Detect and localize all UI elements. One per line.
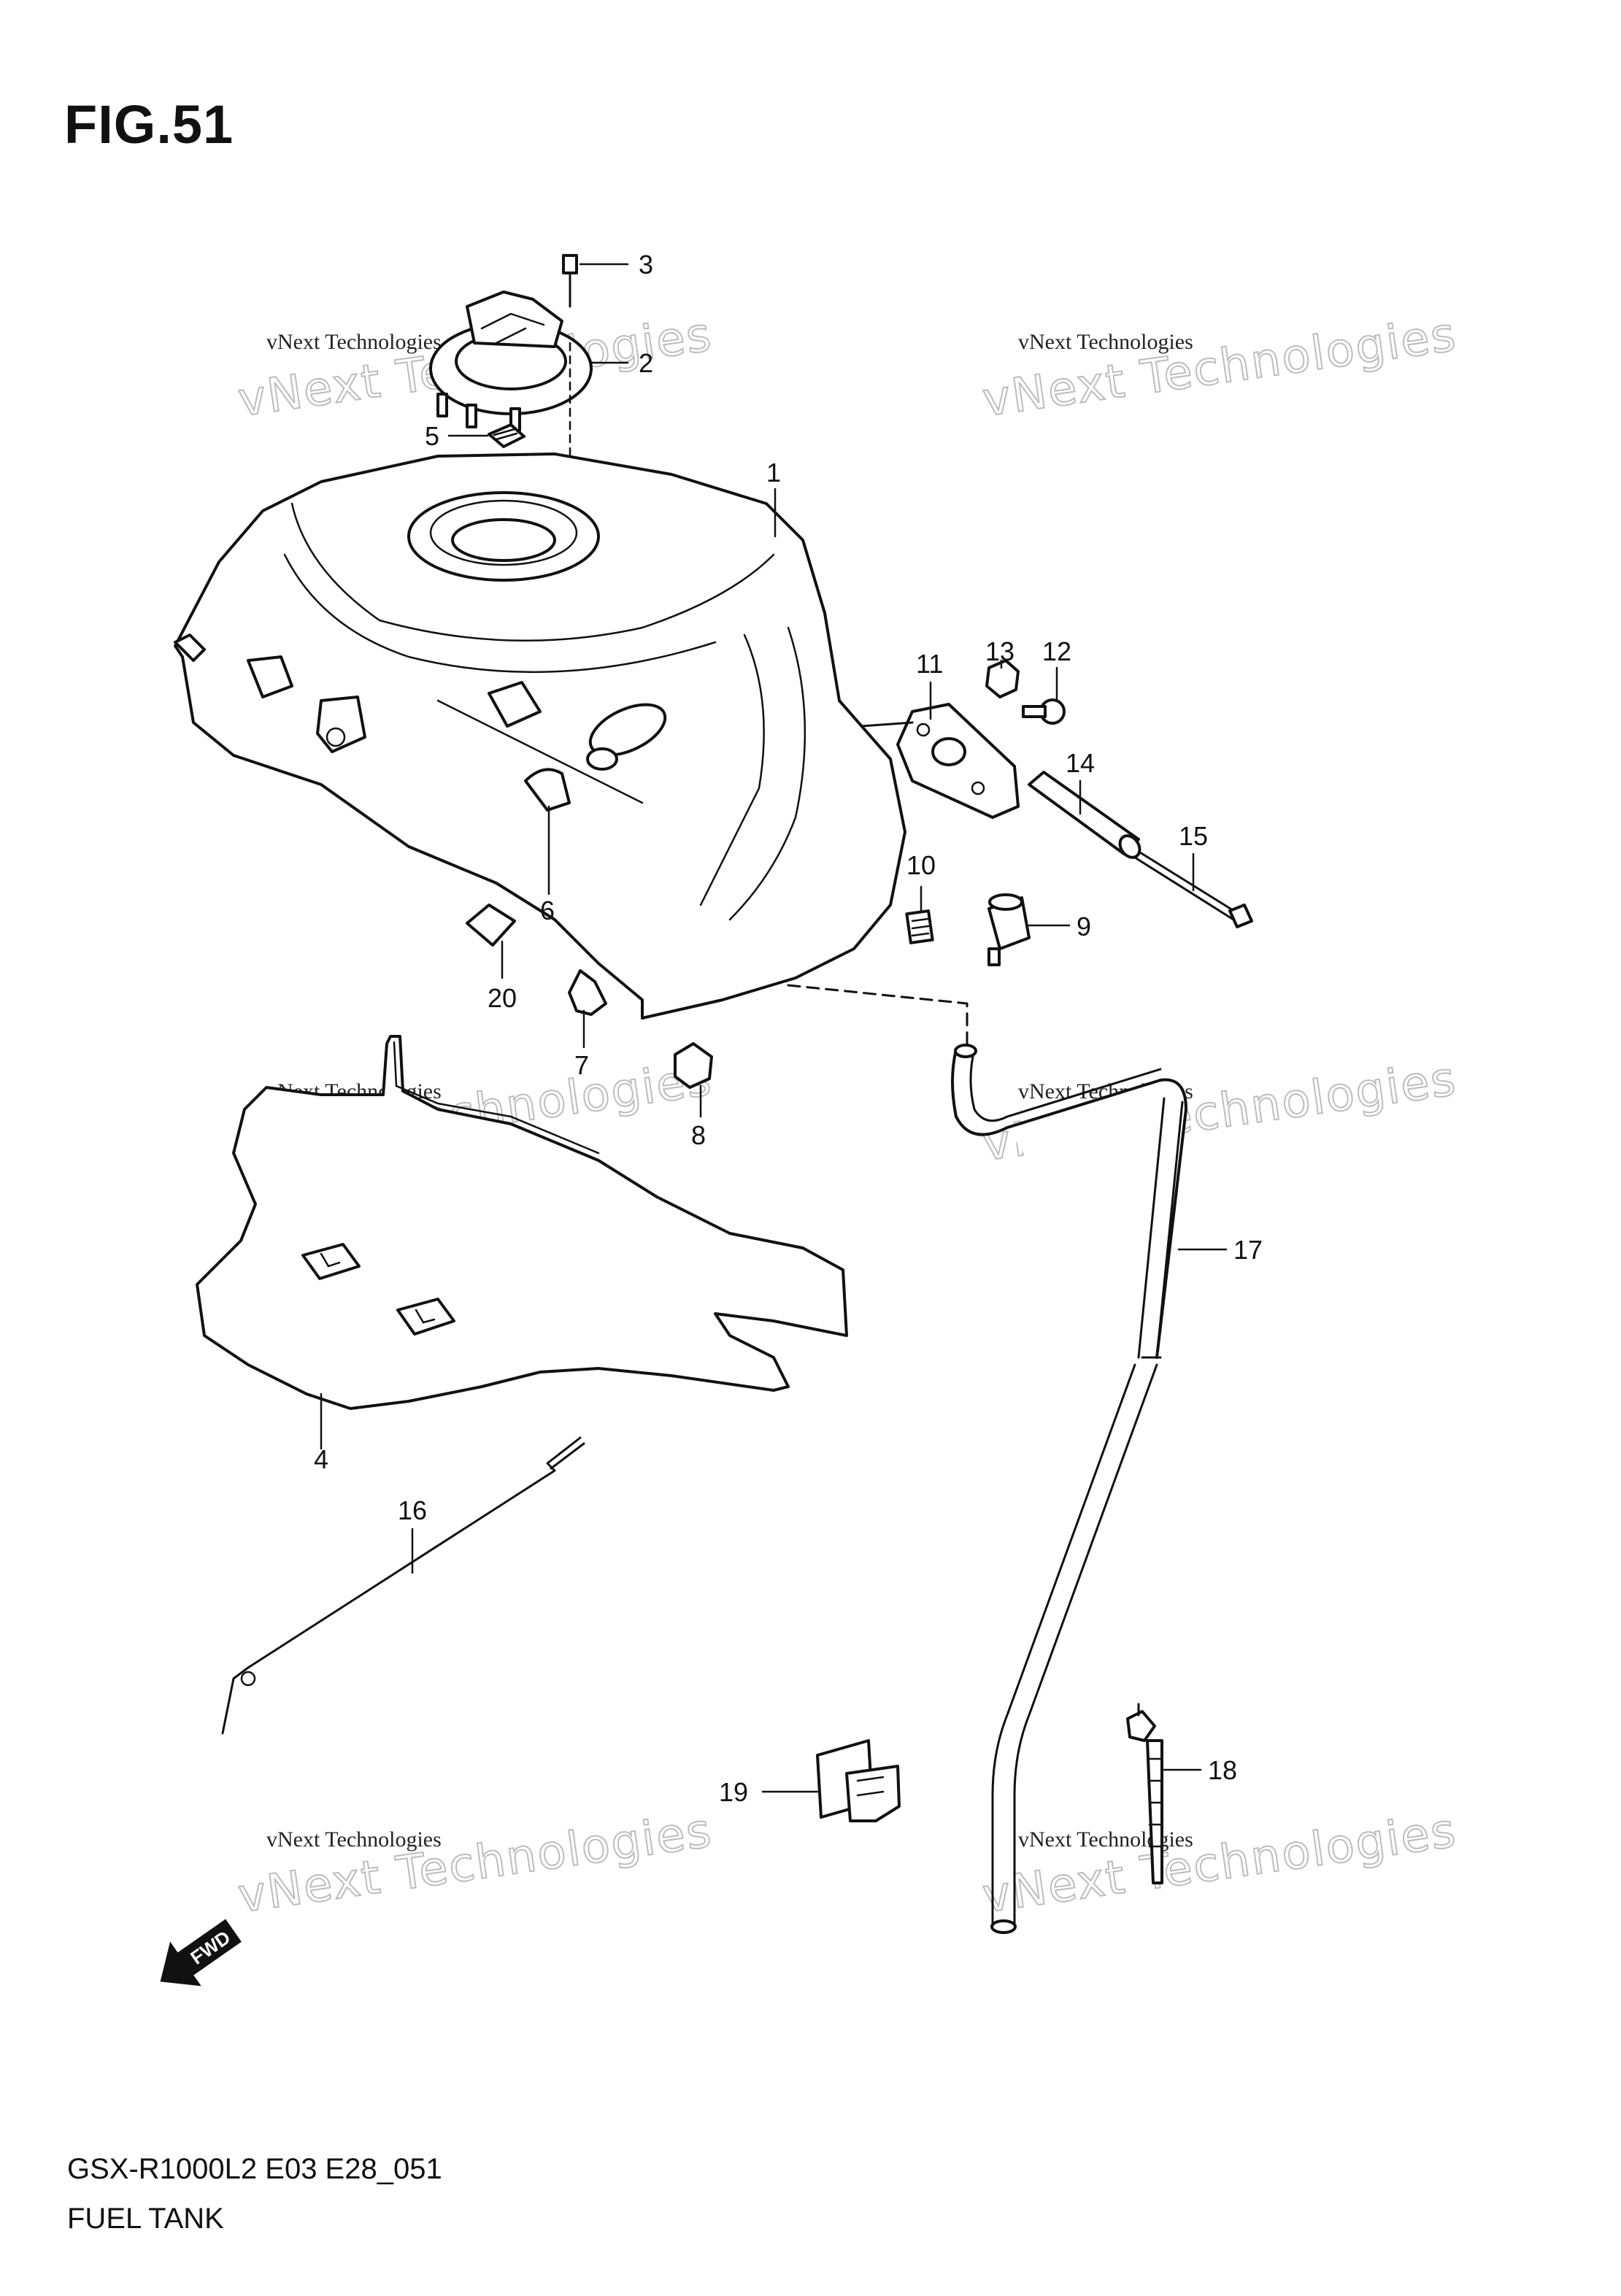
callout-17: 17	[1233, 1235, 1263, 1265]
callouts: 1 2 3 4 5 6 7 8 9 10	[314, 250, 1263, 1807]
figure-name: FUEL TANK	[67, 2203, 224, 2235]
callout-14: 14	[1066, 748, 1095, 778]
svg-text:vNext Technologies: vNext Technologies	[979, 307, 1460, 427]
svg-text:vNext Technologies: vNext Technologies	[235, 1803, 715, 1923]
fwd-arrow-icon: FWD	[160, 1919, 242, 1987]
callout-18: 18	[1208, 1755, 1237, 1785]
callout-9: 9	[1077, 912, 1091, 941]
callout-4: 4	[314, 1444, 328, 1474]
bracket-part-11	[860, 703, 1020, 819]
callout-11: 11	[916, 649, 943, 679]
clamp-part-18	[1126, 1703, 1163, 1884]
callout-3: 3	[639, 250, 653, 280]
svg-text:vNext Technologies: vNext Technologies	[1018, 330, 1193, 354]
valve-part-9	[987, 893, 1031, 966]
svg-text:vNext Technologies: vNext Technologies	[266, 1827, 442, 1852]
cushion-part-10	[905, 909, 934, 944]
screw-part-12	[1022, 698, 1066, 725]
callout-13: 13	[985, 636, 1014, 666]
callout-15: 15	[1179, 821, 1208, 851]
watermark-bottom-left: vNext Technologies vNext Technologies	[234, 1803, 716, 1924]
svg-text:vNext Technologies: vNext Technologies	[266, 330, 442, 354]
figure-title: FIG.51	[64, 94, 234, 155]
drain-hose-part-17	[787, 984, 1187, 1934]
clip-part-19	[816, 1739, 901, 1822]
callout-8: 8	[691, 1120, 706, 1150]
nut-part-13	[985, 659, 1020, 698]
fuel-pump-part-2	[429, 290, 593, 432]
clip-part-7	[568, 969, 607, 1016]
fuel-tank-part-1	[174, 423, 906, 1020]
callout-7: 7	[574, 1050, 589, 1080]
callout-12: 12	[1042, 636, 1071, 666]
figure-code: GSX-R1000L2 E03 E28_051	[67, 2153, 442, 2185]
callout-16: 16	[398, 1495, 427, 1525]
watermark-top-right: vNext Technologies vNext Technologies	[979, 307, 1460, 428]
cushion-part-14	[1028, 771, 1141, 859]
callout-20: 20	[488, 983, 517, 1013]
callout-1: 1	[766, 458, 781, 488]
label-part-20	[466, 904, 516, 947]
watermark-bottom-right: vNext Technologies vNext Technologies	[979, 1803, 1460, 1924]
callout-5: 5	[425, 421, 439, 451]
grommet-part-8	[674, 1042, 713, 1089]
rod-part-16	[221, 1436, 585, 1735]
svg-text:vNext Technologies: vNext Technologies	[979, 1803, 1460, 1923]
callout-2: 2	[639, 348, 653, 378]
svg-text:vNext Technologies: vNext Technologies	[1018, 1827, 1193, 1852]
callout-10: 10	[906, 850, 936, 880]
tank-cushion-part-4	[196, 1035, 848, 1410]
bolt-part-15	[1133, 851, 1253, 928]
callout-6: 6	[540, 895, 555, 925]
callout-19: 19	[719, 1777, 748, 1807]
